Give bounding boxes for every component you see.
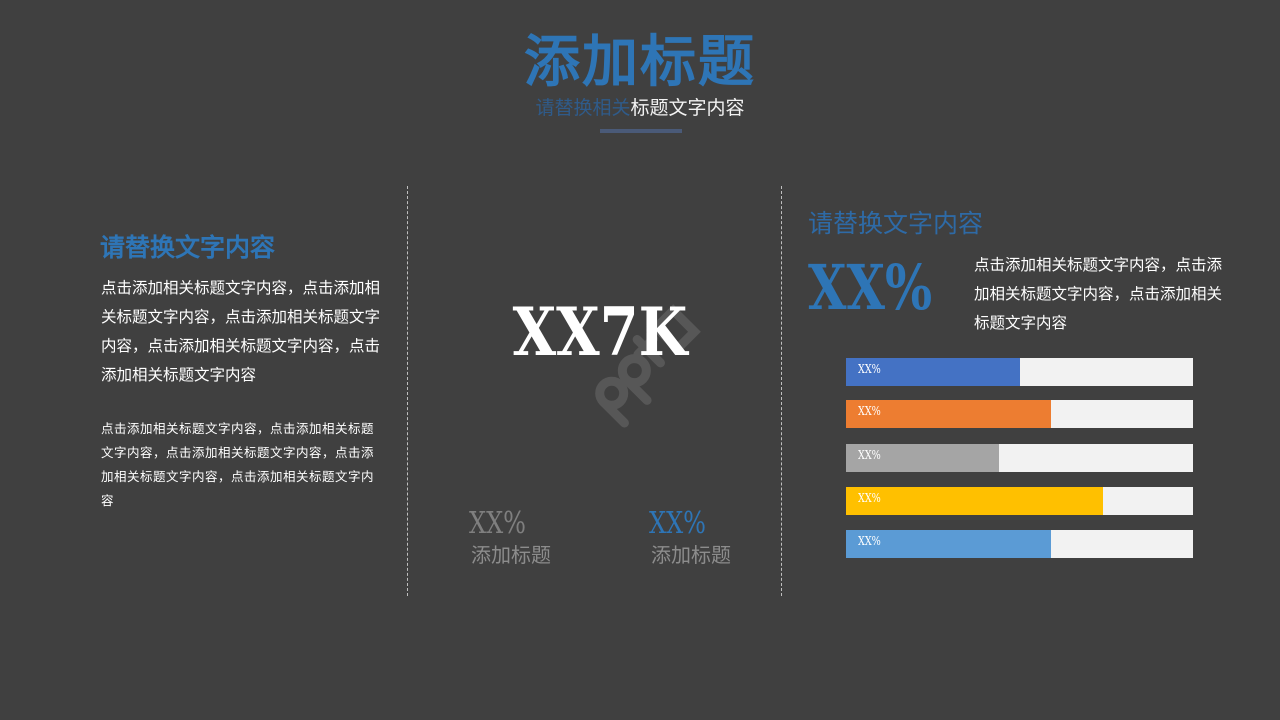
progress-bar-label: XX% — [858, 362, 881, 376]
stat-1: XX% 添加标题 — [469, 506, 551, 568]
left-small-paragraph: 点击添加相关标题文字内容，点击添加相关标题文字内容，点击添加相关标题文字内容，点… — [101, 421, 375, 508]
progress-bar-label: XX% — [858, 534, 881, 548]
stat-2-value: XX% — [649, 506, 706, 541]
right-big-percent: XX% — [808, 251, 933, 324]
left-paragraph: 点击添加相关标题文字内容，点击添加相关标题文字内容，点击添加相关标题文字内容，点… — [101, 279, 381, 384]
progress-bar-4: XX% — [846, 487, 1193, 515]
progress-bar-1: XX% — [846, 358, 1193, 386]
progress-bar-fill — [846, 530, 1051, 558]
subtitle-part-1: 请替换相关 — [535, 97, 631, 119]
subtitle-part-2: 标题文字内容 — [630, 97, 745, 119]
progress-bar-label: XX% — [858, 491, 881, 505]
slide-title: 添加标题 — [524, 29, 756, 95]
progress-bar-5: XX% — [846, 530, 1193, 558]
big-value: XX7K — [512, 293, 688, 371]
slide-subtitle: 请替换相关标题文字内容 — [0, 95, 1280, 121]
stat-2: XX% 添加标题 — [649, 506, 731, 568]
progress-bar-fill — [846, 487, 1103, 515]
stat-2-label: 添加标题 — [651, 543, 731, 567]
progress-bar-fill — [846, 358, 1020, 386]
divider-left — [407, 186, 408, 596]
title-underline — [600, 129, 682, 133]
right-paragraph: 点击添加相关标题文字内容，点击添加相关标题文字内容，点击添加相关标题文字内容 — [974, 256, 1223, 332]
progress-bar-label: XX% — [858, 404, 881, 418]
progress-bar-fill — [846, 444, 999, 472]
right-heading: 请替换文字内容 — [808, 209, 984, 238]
progress-bar-fill — [846, 400, 1051, 428]
left-heading: 请替换文字内容 — [100, 233, 276, 262]
progress-bar-2: XX% — [846, 400, 1193, 428]
divider-right — [781, 186, 782, 596]
stat-1-value: XX% — [469, 506, 526, 541]
stat-1-label: 添加标题 — [471, 543, 551, 567]
progress-bar-3: XX% — [846, 444, 1193, 472]
progress-bar-label: XX% — [858, 448, 881, 462]
watermark-logo — [595, 304, 701, 428]
